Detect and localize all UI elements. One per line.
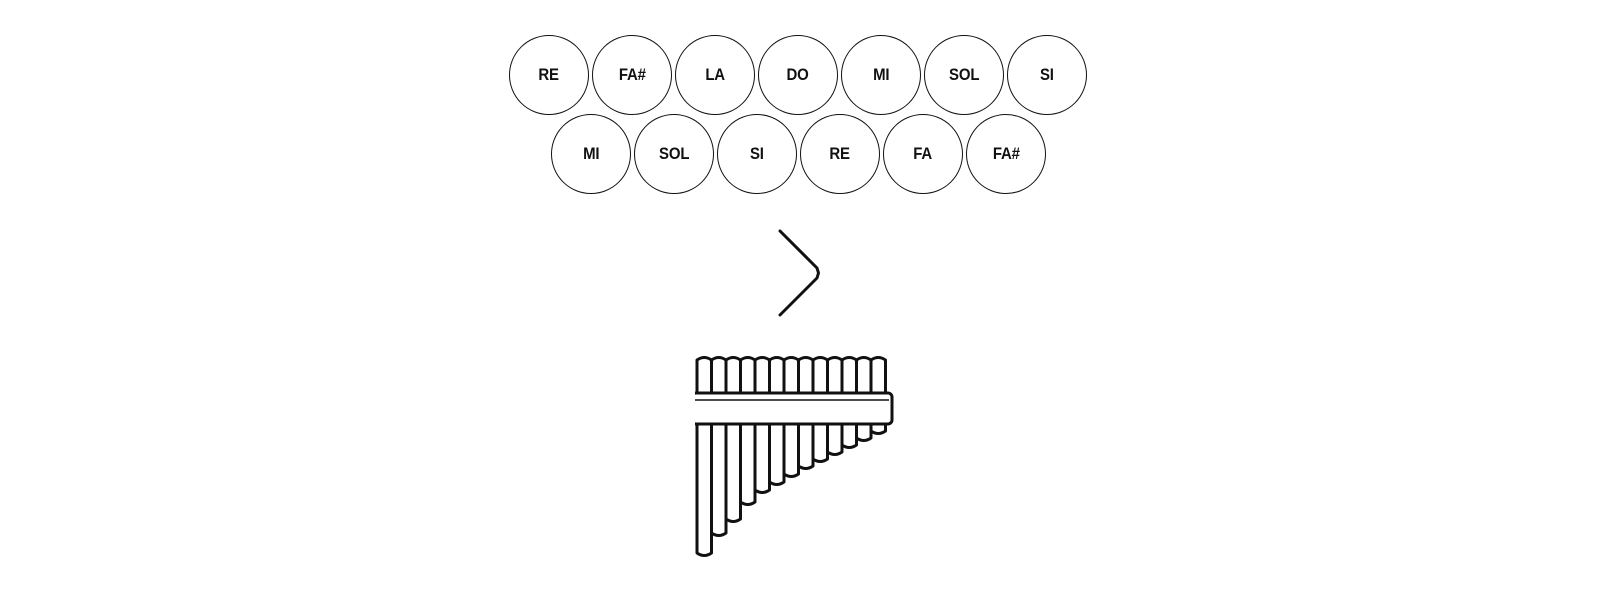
note-button-sol[interactable]: SOL <box>634 114 714 194</box>
note-label: MI <box>873 65 889 85</box>
note-label: MI <box>583 144 599 164</box>
note-button-re[interactable]: RE <box>509 35 589 115</box>
pan-flute-pipe <box>697 358 712 556</box>
note-label: FA# <box>993 144 1020 164</box>
chevron-right-icon[interactable] <box>772 228 822 328</box>
note-button-fa[interactable]: FA <box>883 114 963 194</box>
note-button-mi[interactable]: MI <box>551 114 631 194</box>
pan-flute-pipe <box>726 358 741 522</box>
pan-flute-icon <box>695 355 910 575</box>
note-button-si[interactable]: SI <box>717 114 797 194</box>
note-button-sol[interactable]: SOL <box>924 35 1004 115</box>
note-row-bottom: MI SOL SI RE FA FA# <box>551 114 1049 194</box>
note-button-la[interactable]: LA <box>675 35 755 115</box>
note-label: FA <box>914 144 933 164</box>
note-button-si[interactable]: SI <box>1007 35 1087 115</box>
note-label: SI <box>1040 65 1054 85</box>
note-label: DO <box>787 65 809 85</box>
note-label: SI <box>750 144 764 164</box>
note-button-do[interactable]: DO <box>758 35 838 115</box>
note-label: LA <box>705 65 725 85</box>
note-label: RE <box>539 65 559 85</box>
pan-flute-pipe <box>741 358 756 505</box>
note-label: SOL <box>949 65 979 85</box>
note-button-mi[interactable]: MI <box>841 35 921 115</box>
note-button-fa-sharp[interactable]: FA# <box>966 114 1046 194</box>
note-label: FA# <box>619 65 646 85</box>
pan-flute-pipe <box>712 358 727 536</box>
note-label: SOL <box>659 144 689 164</box>
note-label: RE <box>830 144 850 164</box>
note-button-fa-sharp[interactable]: FA# <box>592 35 672 115</box>
note-button-re[interactable]: RE <box>800 114 880 194</box>
note-row-top: RE FA# LA DO MI SOL SI <box>509 35 1090 115</box>
pan-flute-band <box>695 393 892 424</box>
